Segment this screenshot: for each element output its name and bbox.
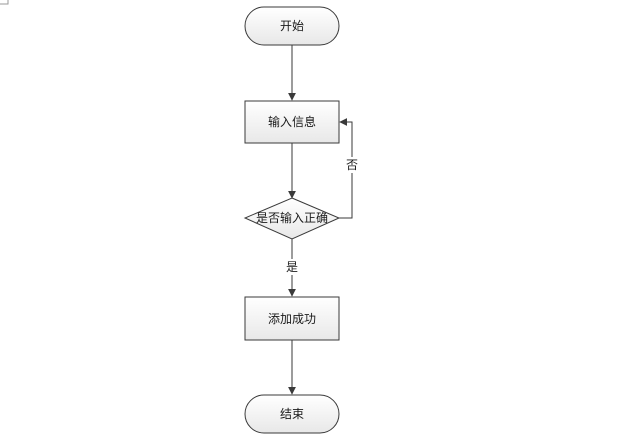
edge-label-yes-backdrop — [283, 259, 301, 275]
node-start-label: 开始 — [280, 19, 304, 33]
node-check-label: 是否输入正确 — [256, 210, 328, 225]
terminal-shape — [244, 6, 340, 46]
node-success: 添加成功 — [244, 296, 340, 341]
node-start: 开始 — [244, 6, 340, 46]
edge-label-no-backdrop — [343, 157, 361, 173]
edge-label-no: 否 — [346, 158, 358, 172]
edge-label-yes: 是 — [286, 260, 298, 274]
process-shape — [244, 296, 340, 341]
node-end: 结束 — [244, 394, 340, 434]
node-success-label: 添加成功 — [268, 312, 316, 326]
terminal-shape — [244, 394, 340, 434]
node-input: 输入信息 — [244, 100, 340, 144]
node-input-label: 输入信息 — [268, 114, 316, 129]
node-end-label: 结束 — [280, 407, 304, 421]
corner-marker — [0, 0, 9, 5]
node-check: 是否输入正确 — [243, 197, 341, 240]
decision-shape — [243, 197, 341, 240]
process-shape — [244, 100, 340, 144]
